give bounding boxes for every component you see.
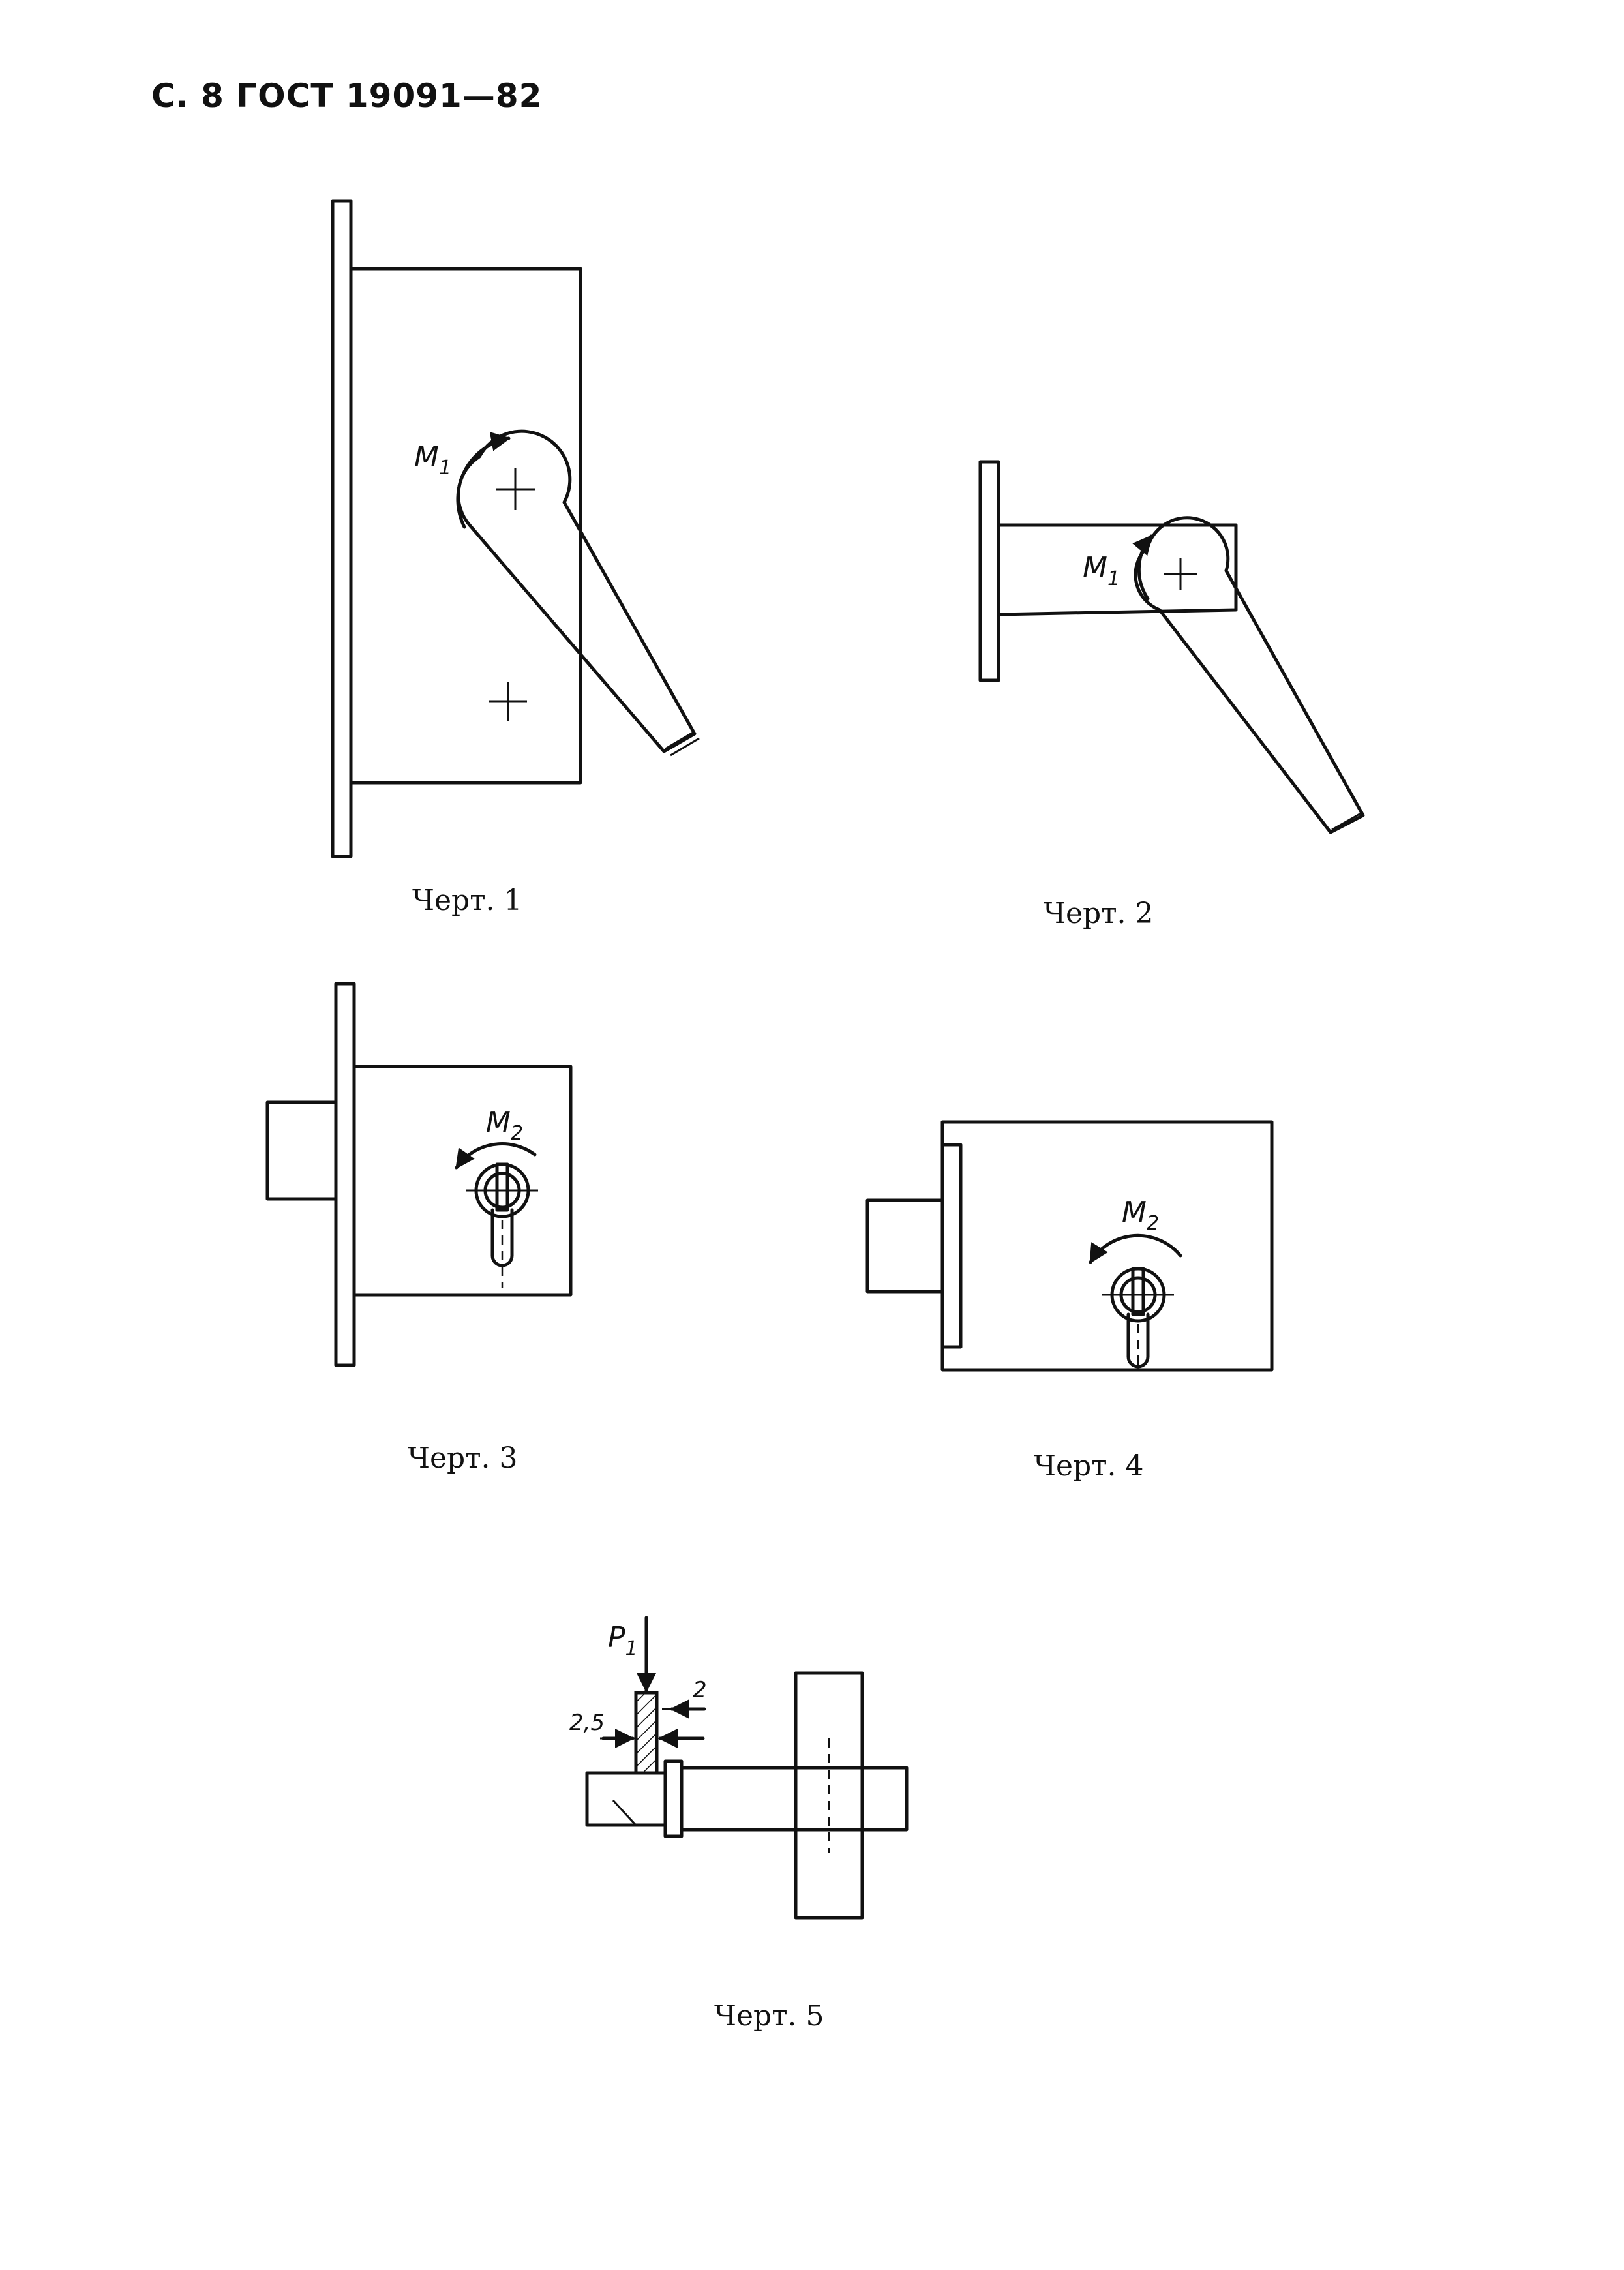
figure-3-drawing: M2 — [265, 982, 573, 1367]
figure-caption-2: Черт. 2 — [1044, 897, 1154, 930]
figure-4-drawing: M2 — [865, 1120, 1274, 1372]
figure-caption-3: Черт. 3 — [408, 1442, 518, 1475]
figure-5-drawing: P1 2 2,5 — [569, 1616, 909, 1920]
figure-1-drawing: M1 — [331, 199, 700, 858]
moment-label-fig3: M2 — [486, 1106, 523, 1145]
moment-label-fig2: M1 — [1083, 551, 1120, 590]
force-label-fig5: P1 — [608, 1621, 638, 1660]
moment-label-fig1: M1 — [414, 440, 451, 479]
handle-lever — [1134, 516, 1365, 834]
handle-lever — [457, 429, 700, 757]
figure-caption-5: Черт. 5 — [714, 1999, 824, 2033]
moment-label-fig4: M2 — [1122, 1196, 1159, 1235]
figure-caption-4: Черт. 4 — [1034, 1449, 1144, 1483]
page-header: С. 8 ГОСТ 19091—82 — [151, 77, 543, 115]
figure-2-drawing: M1 — [978, 460, 1365, 834]
dimension-2: 2 — [693, 1677, 707, 1703]
dimension-2-5: 2,5 — [569, 1710, 605, 1736]
keyhole-cylinder — [1102, 1267, 1174, 1370]
keyhole-cylinder — [466, 1162, 538, 1288]
figure-caption-1: Черт. 1 — [412, 884, 522, 917]
